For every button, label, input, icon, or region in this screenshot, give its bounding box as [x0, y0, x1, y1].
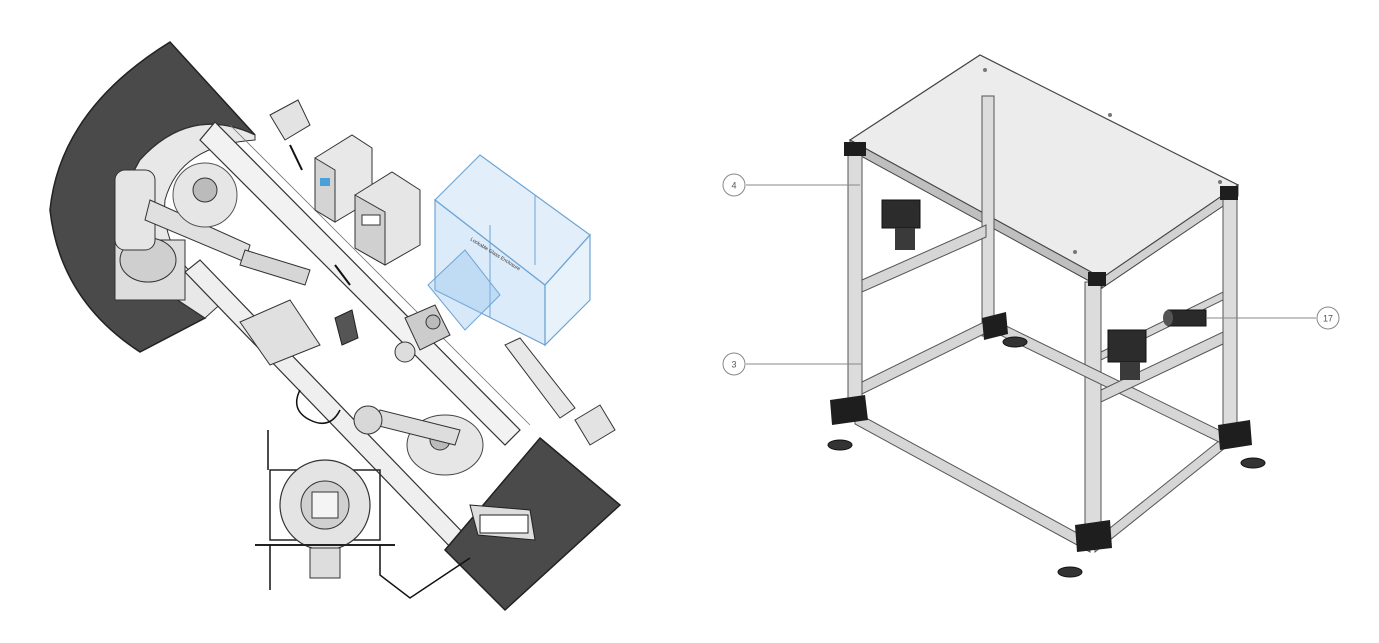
- frame-beams: [854, 224, 1231, 554]
- control-cabinet-2: [354, 171, 421, 266]
- callout-17-label: 17: [1323, 314, 1333, 324]
- callout-3: 3: [722, 352, 862, 376]
- monitor-panel-right: [574, 404, 616, 446]
- robot-cell-diagram: Lockable Glass Enclosure: [0, 0, 690, 638]
- mounted-device-left: [881, 199, 921, 250]
- camera-lens: [1163, 309, 1207, 327]
- cable-loop: [295, 389, 341, 425]
- leveling-feet: [827, 336, 1266, 578]
- table-top: [848, 54, 1240, 289]
- middle-station: [239, 299, 451, 366]
- robot-arm-upper: [114, 162, 311, 301]
- frame-legs: [847, 95, 1238, 545]
- callout-17: 17: [1206, 306, 1340, 330]
- display-panel: [334, 309, 359, 346]
- callout-4-label: 4: [731, 181, 736, 191]
- callout-4: 4: [722, 173, 860, 197]
- rail-bracket-1: [289, 144, 303, 171]
- robot-arm-lower: [353, 405, 484, 476]
- mounted-device-right: [1107, 329, 1147, 380]
- rotary-table: [255, 459, 395, 579]
- glass-enclosure: Lockable Glass Enclosure: [427, 154, 591, 347]
- monitor-panel-top: [269, 99, 311, 141]
- fixture-strip: [504, 337, 576, 419]
- frame-table-diagram: 4 3 17: [690, 0, 1379, 638]
- corner-brackets: [830, 142, 1252, 552]
- rail-bracket-2: [334, 264, 351, 286]
- cable-run: [267, 430, 471, 599]
- robot-base-platform-lower: [443, 436, 622, 612]
- callout-3-label: 3: [731, 360, 736, 370]
